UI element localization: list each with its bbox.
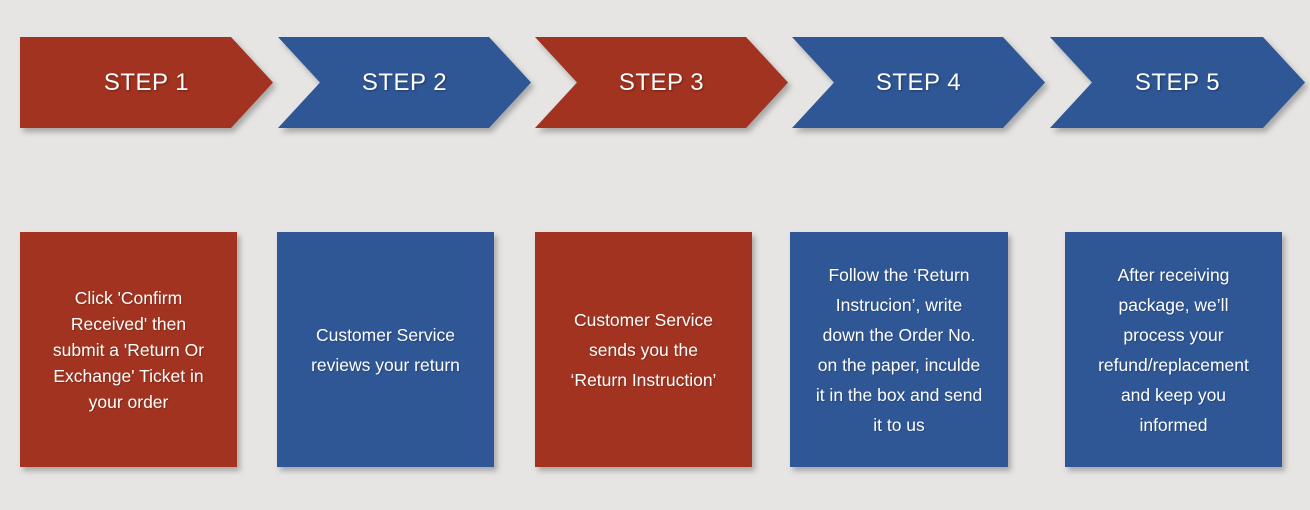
step-4-arrow-shape: STEP 4 (792, 37, 1045, 128)
step-4-label: STEP 4 (875, 68, 962, 96)
step-3-arrow: STEP 3 (535, 37, 788, 128)
step-4-description-box: Follow the ‘Return Instrucion’, write do… (790, 232, 1008, 467)
step-2-label: STEP 2 (361, 68, 448, 96)
step-3-label: STEP 3 (618, 68, 705, 96)
step-4-arrow: STEP 4 (792, 37, 1045, 128)
step-1-label: STEP 1 (103, 68, 190, 96)
step-1-description: Click 'Confirm Received' then submit a '… (52, 287, 205, 412)
step-1-arrow-shape: STEP 1 (20, 37, 273, 128)
step-4-description: Follow the ‘Return Instrucion’, write do… (815, 264, 983, 435)
step-5-arrow-shape: STEP 5 (1050, 37, 1305, 128)
step-5-arrow: STEP 5 (1050, 37, 1305, 128)
step-1-description-box: Click 'Confirm Received' then submit a '… (20, 232, 237, 467)
step-3-arrow-shape: STEP 3 (535, 37, 788, 128)
step-2-description: Customer Service reviews your return (311, 324, 460, 375)
step-5-description-box: After receiving package, we’ll process y… (1065, 232, 1282, 467)
step-3-description: Customer Service sends you the ‘Return I… (570, 309, 717, 390)
step-2-arrow-shape: STEP 2 (278, 37, 531, 128)
step-2-arrow: STEP 2 (278, 37, 531, 128)
step-3-description-box: Customer Service sends you the ‘Return I… (535, 232, 752, 467)
step-5-label: STEP 5 (1134, 68, 1221, 96)
step-5-description: After receiving package, we’ll process y… (1098, 264, 1249, 435)
step-2-description-box: Customer Service reviews your return (277, 232, 494, 467)
step-1-arrow: STEP 1 (20, 37, 273, 128)
